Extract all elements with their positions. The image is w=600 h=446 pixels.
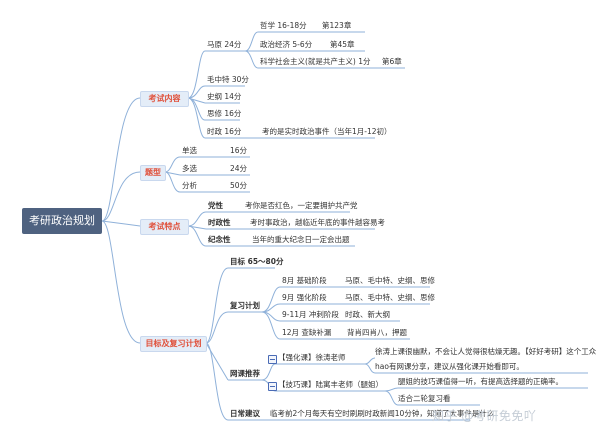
node-target-score[interactable]: 目标 65～80分 [230,257,284,266]
watermark: 知乎 @考研免免吖 [432,409,537,423]
node-course-luyufeng[interactable]: 【技巧课】陆寓丰老师（腿姐） [278,380,383,389]
note-commemorative: 当年的重大纪念日一定会出题 [252,235,350,244]
node-online-courses[interactable]: 网课推荐 [230,369,260,378]
note-political-economy: 第45章 [330,40,355,49]
value-multiple-choice: 24分 [230,164,248,173]
note-current-affairs: 考时事政治，越临近年底的事件越容易考 [250,218,385,227]
category-goals-plan[interactable]: 目标及复习计划 [140,336,207,352]
root-node[interactable]: 考研政治规划 [22,208,102,234]
node-stage-september[interactable]: 9月 强化阶段 [282,293,327,302]
node-commemorative[interactable]: 纪念性 [208,235,231,244]
note-course-xutao-line1: 徐涛上课很幽默，不会让人觉得很枯燥无趣。【好好考研】这个工众 [375,347,597,356]
note-stage-december: 背肖四肖八，押题 [347,328,407,337]
node-stage-sprint[interactable]: 9-11月 冲刺阶段 [282,310,339,319]
node-stage-august[interactable]: 8月 基础阶段 [282,276,327,285]
note-shizheng: 考的是实时政治事件（当年1月-12初） [262,127,392,136]
node-shigang[interactable]: 史纲 14分 [207,92,242,101]
note-course-luyufeng-line1: 腿姐的技巧课值得一听，有提高选择题的正确率。 [398,377,563,386]
category-question-types[interactable]: 题型 [140,165,166,181]
node-daily-advice[interactable]: 日常建议 [230,409,260,418]
note-icon[interactable] [268,355,277,364]
node-philosophy[interactable]: 哲学 16-18分 [260,21,307,30]
note-philosophy: 第123章 [322,21,352,30]
node-sixiu[interactable]: 思修 16分 [207,109,242,118]
note-party-spirit: 考你是否红色，一定要拥护共产党 [245,201,358,210]
node-stage-december[interactable]: 12月 查缺补漏 [282,328,332,337]
note-icon[interactable] [268,382,277,391]
node-mayuan[interactable]: 马原 24分 [207,40,242,49]
node-single-choice[interactable]: 单选 [182,146,197,155]
note-stage-september: 马原、毛中特、史纲、思修 [345,293,435,302]
category-exam-content[interactable]: 考试内容 [140,91,189,107]
node-course-xutao[interactable]: 【强化课】徐涛老师 [278,353,346,362]
note-stage-august: 马原、毛中特、史纲、思修 [345,276,435,285]
note-scientific-socialism: 第6章 [382,57,402,66]
value-single-choice: 16分 [230,146,248,155]
note-stage-sprint: 时政、新大纲 [345,310,390,319]
node-analysis[interactable]: 分析 [182,181,197,190]
node-review-plan[interactable]: 复习计划 [230,301,260,310]
node-party-spirit[interactable]: 党性 [208,201,223,210]
node-current-affairs[interactable]: 时政性 [208,218,231,227]
category-exam-features[interactable]: 考试特点 [140,219,189,235]
node-scientific-socialism[interactable]: 科学社会主义(就是共产主义) 1分 [260,57,371,66]
value-analysis: 50分 [230,181,248,190]
node-maozhongte[interactable]: 毛中特 30分 [207,75,249,84]
node-shizheng[interactable]: 时政 16分 [207,127,242,136]
node-multiple-choice[interactable]: 多选 [182,164,197,173]
note-daily-advice: 临考前2个月每天有空时刷刷时政新闻10分钟，知道了大事件是什么 [270,409,495,418]
node-political-economy[interactable]: 政治经济 5-6分 [260,40,313,49]
note-course-luyufeng-line2: 适合二轮复习看 [398,394,451,403]
note-course-xutao-line2: hao有网课分享，建议从强化课开始看即可。 [375,362,524,371]
